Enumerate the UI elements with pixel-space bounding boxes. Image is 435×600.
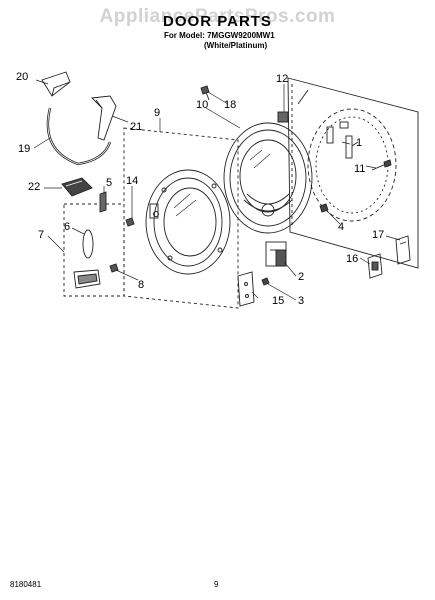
- callout-17: 17: [372, 229, 384, 241]
- watermark: AppliancePartsPros.com: [99, 6, 336, 27]
- part-8-screw: [109, 263, 119, 273]
- part-10-door-outer-frame: [223, 122, 313, 234]
- part-1-door-strike: [345, 135, 359, 159]
- cabinet-front-panel: [287, 77, 419, 269]
- callout-15: 15: [272, 295, 284, 307]
- callout-2: 2: [298, 271, 304, 283]
- callout-5: 5: [106, 177, 112, 189]
- leader-lines: [33, 79, 401, 301]
- part-7-handle: [73, 269, 101, 289]
- part-15-hinge-bracket: [237, 271, 255, 307]
- part-2-hinge: [265, 241, 287, 267]
- model-line: For Model: 7MGGW9200MW1: [164, 31, 275, 40]
- callout-8: 8: [138, 279, 144, 291]
- part-11-screw: [371, 159, 392, 171]
- part-12-hinge-block: [277, 111, 289, 123]
- callout-16: 16: [346, 253, 358, 265]
- callout-14: 14: [126, 175, 138, 187]
- callout-18: 18: [224, 99, 236, 111]
- part-6-handle-insert: [82, 229, 94, 259]
- part-14-screw: [125, 217, 135, 227]
- callout-21: 21: [130, 121, 142, 133]
- callout-7: 7: [38, 229, 44, 241]
- part-20-hinge-cover: [41, 71, 71, 97]
- callout-22: 22: [28, 181, 40, 193]
- part-7-handle-group: [63, 203, 125, 297]
- part-9-inner-door-group: [123, 127, 239, 309]
- part-16-lock: [367, 253, 383, 279]
- part-9-inner-door: [145, 169, 231, 275]
- color-line: (White/Platinum): [204, 41, 268, 50]
- callout-4: 4: [338, 221, 344, 233]
- part-22-hinge-plate: [61, 177, 93, 197]
- callout-3: 3: [298, 295, 304, 307]
- part-18-screw: [200, 85, 210, 101]
- callout-10: 10: [196, 99, 208, 111]
- part-5-catch: [99, 191, 107, 213]
- callout-labels: 20 21 19 22 5 6 7 8 9 14 10 18 12 1 11 2…: [16, 71, 384, 307]
- part-19-door-gasket: [46, 107, 112, 166]
- callout-11: 11: [354, 163, 365, 175]
- callout-12: 12: [276, 73, 288, 85]
- callout-9: 9: [154, 107, 160, 119]
- callout-1: 1: [356, 137, 362, 149]
- part-21-trim-piece: [91, 95, 117, 141]
- part-3-screw: [261, 277, 270, 286]
- page-number: 9: [214, 580, 219, 589]
- callout-19: 19: [18, 143, 30, 155]
- callout-6: 6: [64, 221, 70, 233]
- page-title: DOOR PARTS: [163, 13, 272, 30]
- callout-20: 20: [16, 71, 28, 83]
- part-17-bracket: [395, 235, 411, 265]
- document-number: 8180481: [10, 580, 42, 589]
